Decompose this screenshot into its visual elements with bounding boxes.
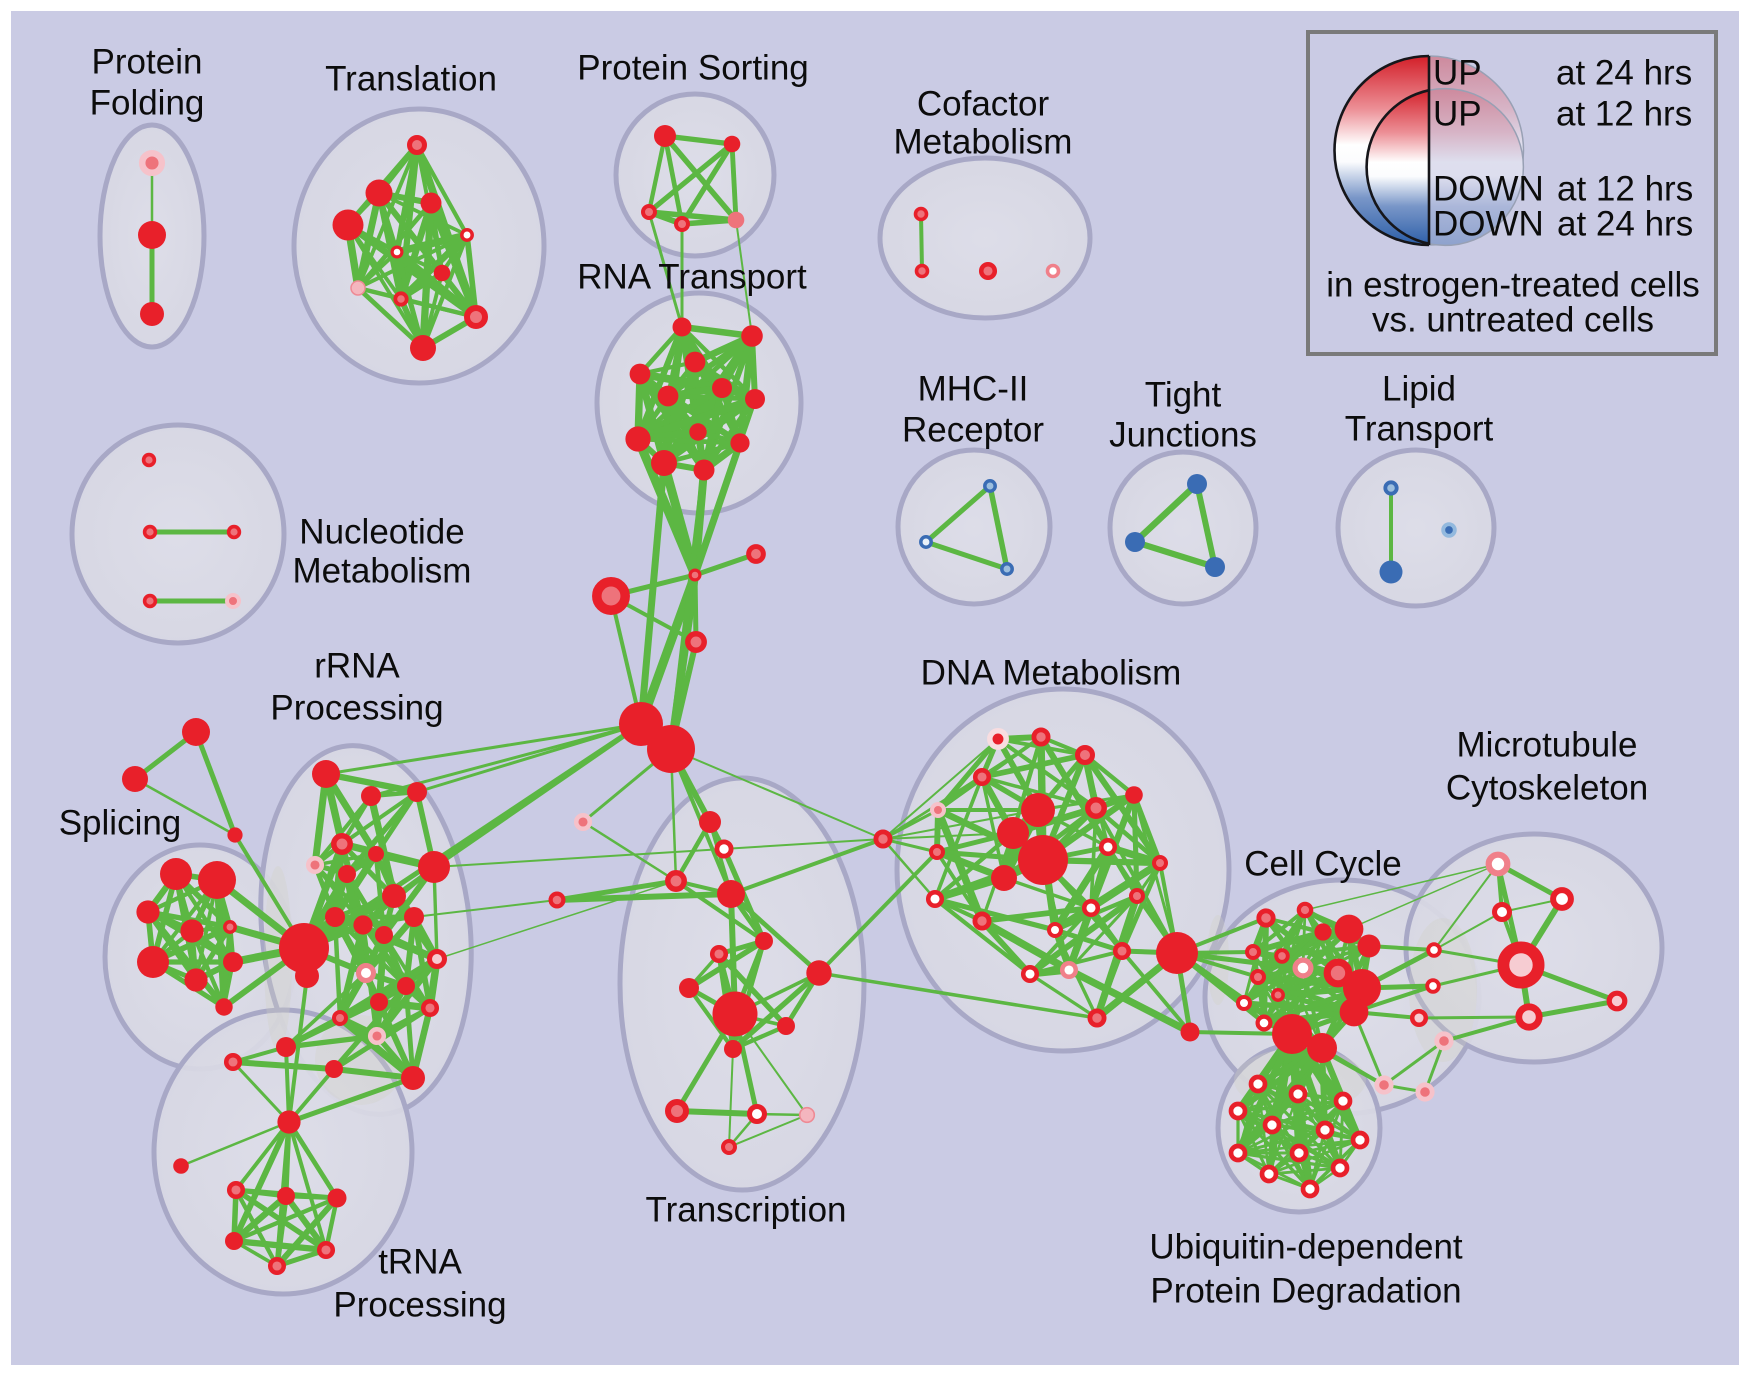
- svg-text:Metabolism: Metabolism: [894, 123, 1073, 162]
- svg-text:RNA Transport: RNA Transport: [577, 258, 807, 297]
- svg-text:Translation: Translation: [325, 60, 497, 99]
- svg-text:DNA Metabolism: DNA Metabolism: [921, 654, 1182, 693]
- svg-text:at 24 hrs: at 24 hrs: [1557, 205, 1693, 244]
- svg-text:DOWN: DOWN: [1433, 170, 1544, 209]
- svg-text:Metabolism: Metabolism: [293, 552, 472, 591]
- svg-text:Microtubule: Microtubule: [1457, 726, 1638, 765]
- svg-text:Nucleotide: Nucleotide: [299, 513, 464, 552]
- svg-text:Protein: Protein: [92, 43, 203, 82]
- svg-text:UP: UP: [1433, 95, 1482, 134]
- svg-text:Cytoskeleton: Cytoskeleton: [1446, 769, 1648, 808]
- svg-text:Receptor: Receptor: [902, 411, 1044, 450]
- svg-text:in estrogen-treated cells: in estrogen-treated cells: [1326, 266, 1700, 305]
- svg-text:DOWN: DOWN: [1433, 205, 1544, 244]
- svg-text:Protein Sorting: Protein Sorting: [577, 49, 809, 88]
- svg-text:Processing: Processing: [333, 1286, 506, 1325]
- svg-text:at 12 hrs: at 12 hrs: [1557, 170, 1693, 209]
- svg-text:vs. untreated cells: vs. untreated cells: [1372, 301, 1654, 340]
- svg-text:MHC-II: MHC-II: [918, 370, 1029, 409]
- svg-text:Cell Cycle: Cell Cycle: [1244, 845, 1402, 884]
- svg-text:rRNA: rRNA: [314, 647, 400, 686]
- svg-text:Transcription: Transcription: [646, 1191, 847, 1230]
- svg-text:Lipid: Lipid: [1382, 370, 1456, 409]
- svg-text:Transport: Transport: [1345, 410, 1494, 449]
- svg-text:at 24 hrs: at 24 hrs: [1556, 54, 1692, 93]
- svg-text:Junctions: Junctions: [1109, 416, 1257, 455]
- svg-text:at 12 hrs: at 12 hrs: [1556, 95, 1692, 134]
- svg-text:Folding: Folding: [90, 84, 205, 123]
- svg-text:Tight: Tight: [1145, 376, 1222, 415]
- svg-text:Splicing: Splicing: [59, 804, 182, 843]
- svg-text:tRNA: tRNA: [378, 1243, 462, 1282]
- svg-text:UP: UP: [1433, 54, 1482, 93]
- svg-text:Processing: Processing: [270, 689, 443, 728]
- svg-text:Protein Degradation: Protein Degradation: [1150, 1272, 1461, 1311]
- svg-text:Ubiquitin-dependent: Ubiquitin-dependent: [1149, 1228, 1463, 1267]
- svg-text:Cofactor: Cofactor: [917, 85, 1050, 124]
